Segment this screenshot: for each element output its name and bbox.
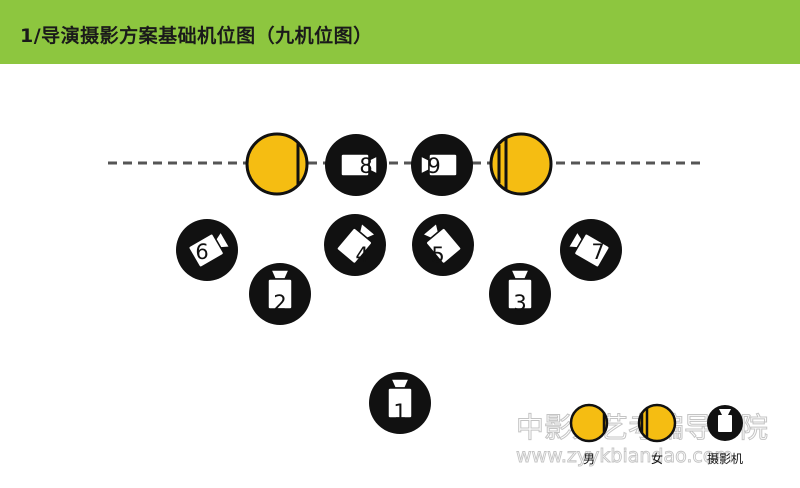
camera-label: 9 [427,154,440,178]
camera-icon [340,153,378,177]
female-actor-icon [489,132,553,196]
camera-label: 8 [359,154,372,178]
legend-male-icon [569,403,609,443]
camera-icon [336,221,377,265]
camera-label: 4 [355,243,368,267]
camera-label: 3 [513,291,526,315]
male-actor-icon [245,132,309,196]
page-title: 1/导演摄影方案基础机位图（九机位图） [20,25,373,47]
camera-5: 5 [412,214,474,276]
header-bar: 1/导演摄影方案基础机位图（九机位图） [0,0,800,64]
camera-label: 2 [273,291,286,315]
camera-label: 6 [195,240,208,264]
camera-label: 1 [393,400,406,424]
camera-8: 8 [325,134,387,196]
camera-icon [420,153,458,177]
camera-icon [507,269,533,310]
camera-3: 3 [489,263,551,325]
camera-icon [387,378,413,419]
camera-7: 7 [560,219,622,281]
legend-camera-label: 摄影机 [707,451,743,466]
legend-female-label: 女 [651,451,663,466]
camera-6: 6 [176,219,238,281]
legend-camera-icon [707,405,743,441]
camera-icon [421,221,462,265]
camera-icon [267,269,293,310]
camera-1: 1 [369,372,431,434]
camera-2: 2 [249,263,311,325]
camera-icon [187,230,231,268]
camera-4: 4 [324,214,386,276]
legend-female-icon [637,403,677,443]
watermark-url: www.zyykbiandao.com [516,445,733,467]
legend-male-label: 男 [583,452,595,466]
camera-label: 7 [591,240,604,264]
legend: 男 女 摄影机 [569,403,743,466]
camera-label: 5 [431,243,444,267]
camera-9: 9 [411,134,473,196]
camera-icon [567,230,611,268]
